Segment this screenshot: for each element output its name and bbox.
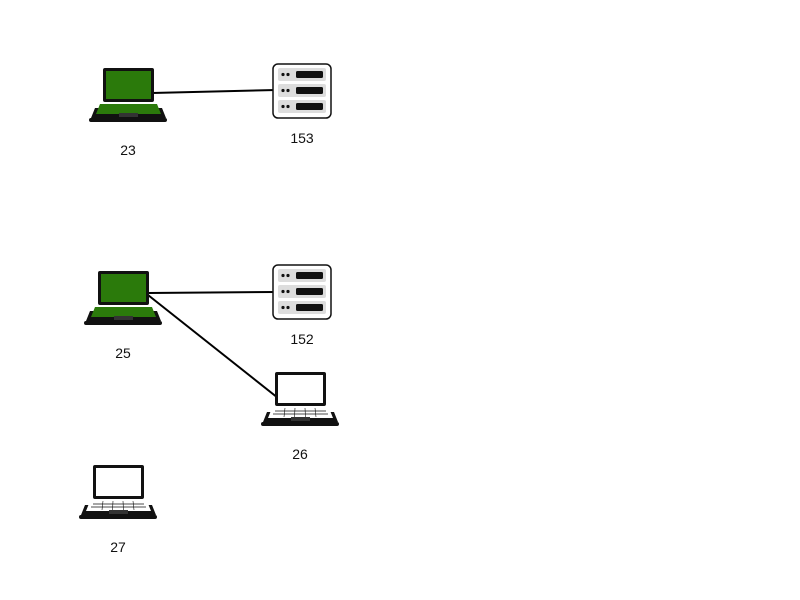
link-23-153 <box>151 89 277 94</box>
laptop-icon <box>89 68 167 122</box>
node-label: 23 <box>120 142 136 158</box>
node-label: 25 <box>115 345 131 361</box>
server-icon <box>272 63 332 119</box>
node-label: 152 <box>290 331 314 347</box>
node-label: 26 <box>292 446 308 462</box>
node-152[interactable]: 152 <box>257 263 347 373</box>
laptop-icon <box>84 271 162 325</box>
laptop-icon <box>79 465 157 519</box>
node-label: 153 <box>290 130 314 146</box>
server-icon <box>272 264 332 320</box>
link-25-26 <box>147 294 279 399</box>
node-label: 27 <box>110 539 126 555</box>
node-23[interactable]: 23 <box>83 66 173 176</box>
node-27[interactable]: 27 <box>73 463 163 573</box>
node-26[interactable]: 26 <box>255 370 345 480</box>
laptop-icon <box>261 372 339 426</box>
node-25[interactable]: 25 <box>78 269 168 379</box>
node-153[interactable]: 153 <box>257 62 347 172</box>
link-25-152 <box>147 291 277 294</box>
